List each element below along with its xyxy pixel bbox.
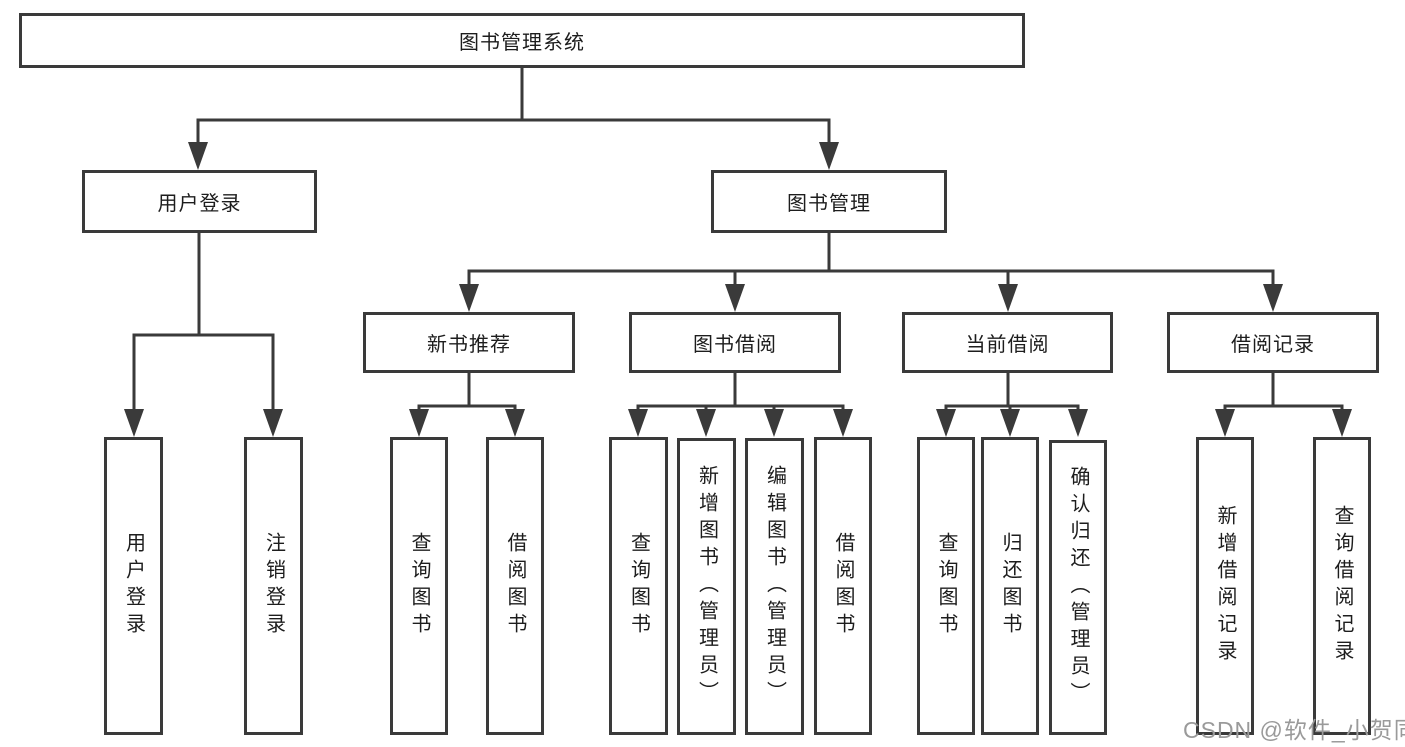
node-borrowing-records: 借阅记录 [1167, 312, 1379, 373]
arrowhead [936, 409, 956, 437]
node-current-borrowing: 当前借阅 [902, 312, 1113, 373]
leaf-query-books-borrow: 查询图书 [609, 437, 668, 735]
connector-user-login [132, 233, 275, 415]
leaf-add-borrow-record: 新增借阅记录 [1196, 437, 1254, 735]
arrowhead [1332, 409, 1352, 437]
node-book-borrowing: 图书借阅 [629, 312, 841, 373]
arrowhead [124, 409, 144, 437]
arrowhead [628, 409, 648, 437]
arrowhead [819, 142, 839, 170]
arrowhead [1263, 284, 1283, 312]
arrowhead [459, 284, 479, 312]
leaf-add-book-admin: 新增图书（管理员） [677, 438, 736, 735]
connector-book-borrowing [636, 373, 845, 415]
node-user-login: 用户登录 [82, 170, 317, 233]
leaf-return-book: 归还图书 [981, 437, 1039, 735]
connector-book-management [467, 233, 1275, 290]
node-root: 图书管理系统 [19, 13, 1025, 68]
arrowhead [505, 409, 525, 437]
leaf-borrow-books-recommend: 借阅图书 [486, 437, 544, 735]
connector-current-borrowing [944, 373, 1080, 415]
arrowhead [696, 409, 716, 437]
arrowhead [1068, 409, 1088, 437]
leaf-query-books-current: 查询图书 [917, 437, 975, 735]
arrowhead [764, 409, 784, 437]
connector-level2-split [196, 118, 831, 148]
arrowhead [1215, 409, 1235, 437]
arrowhead [188, 142, 208, 170]
leaf-query-books-recommend: 查询图书 [390, 437, 448, 735]
leaf-borrow-books: 借阅图书 [814, 437, 872, 735]
leaf-edit-book-admin: 编辑图书（管理员） [745, 438, 804, 735]
node-book-management: 图书管理 [711, 170, 947, 233]
connector-new-book [417, 373, 517, 415]
arrowhead [833, 409, 853, 437]
arrowhead [725, 284, 745, 312]
watermark-text: CSDN @软件_小贺同学 [1183, 717, 1405, 743]
leaf-confirm-return-admin: 确认归还（管理员） [1049, 440, 1107, 735]
leaf-logout: 注销登录 [244, 437, 303, 735]
arrowhead [998, 284, 1018, 312]
connector-borrowing-records [1223, 373, 1344, 415]
arrowhead [409, 409, 429, 437]
leaf-user-login: 用户登录 [104, 437, 163, 735]
leaf-query-borrow-record: 查询借阅记录 [1313, 437, 1371, 735]
arrowhead [1000, 409, 1020, 437]
arrowhead [263, 409, 283, 437]
node-new-book-recommendation: 新书推荐 [363, 312, 575, 373]
